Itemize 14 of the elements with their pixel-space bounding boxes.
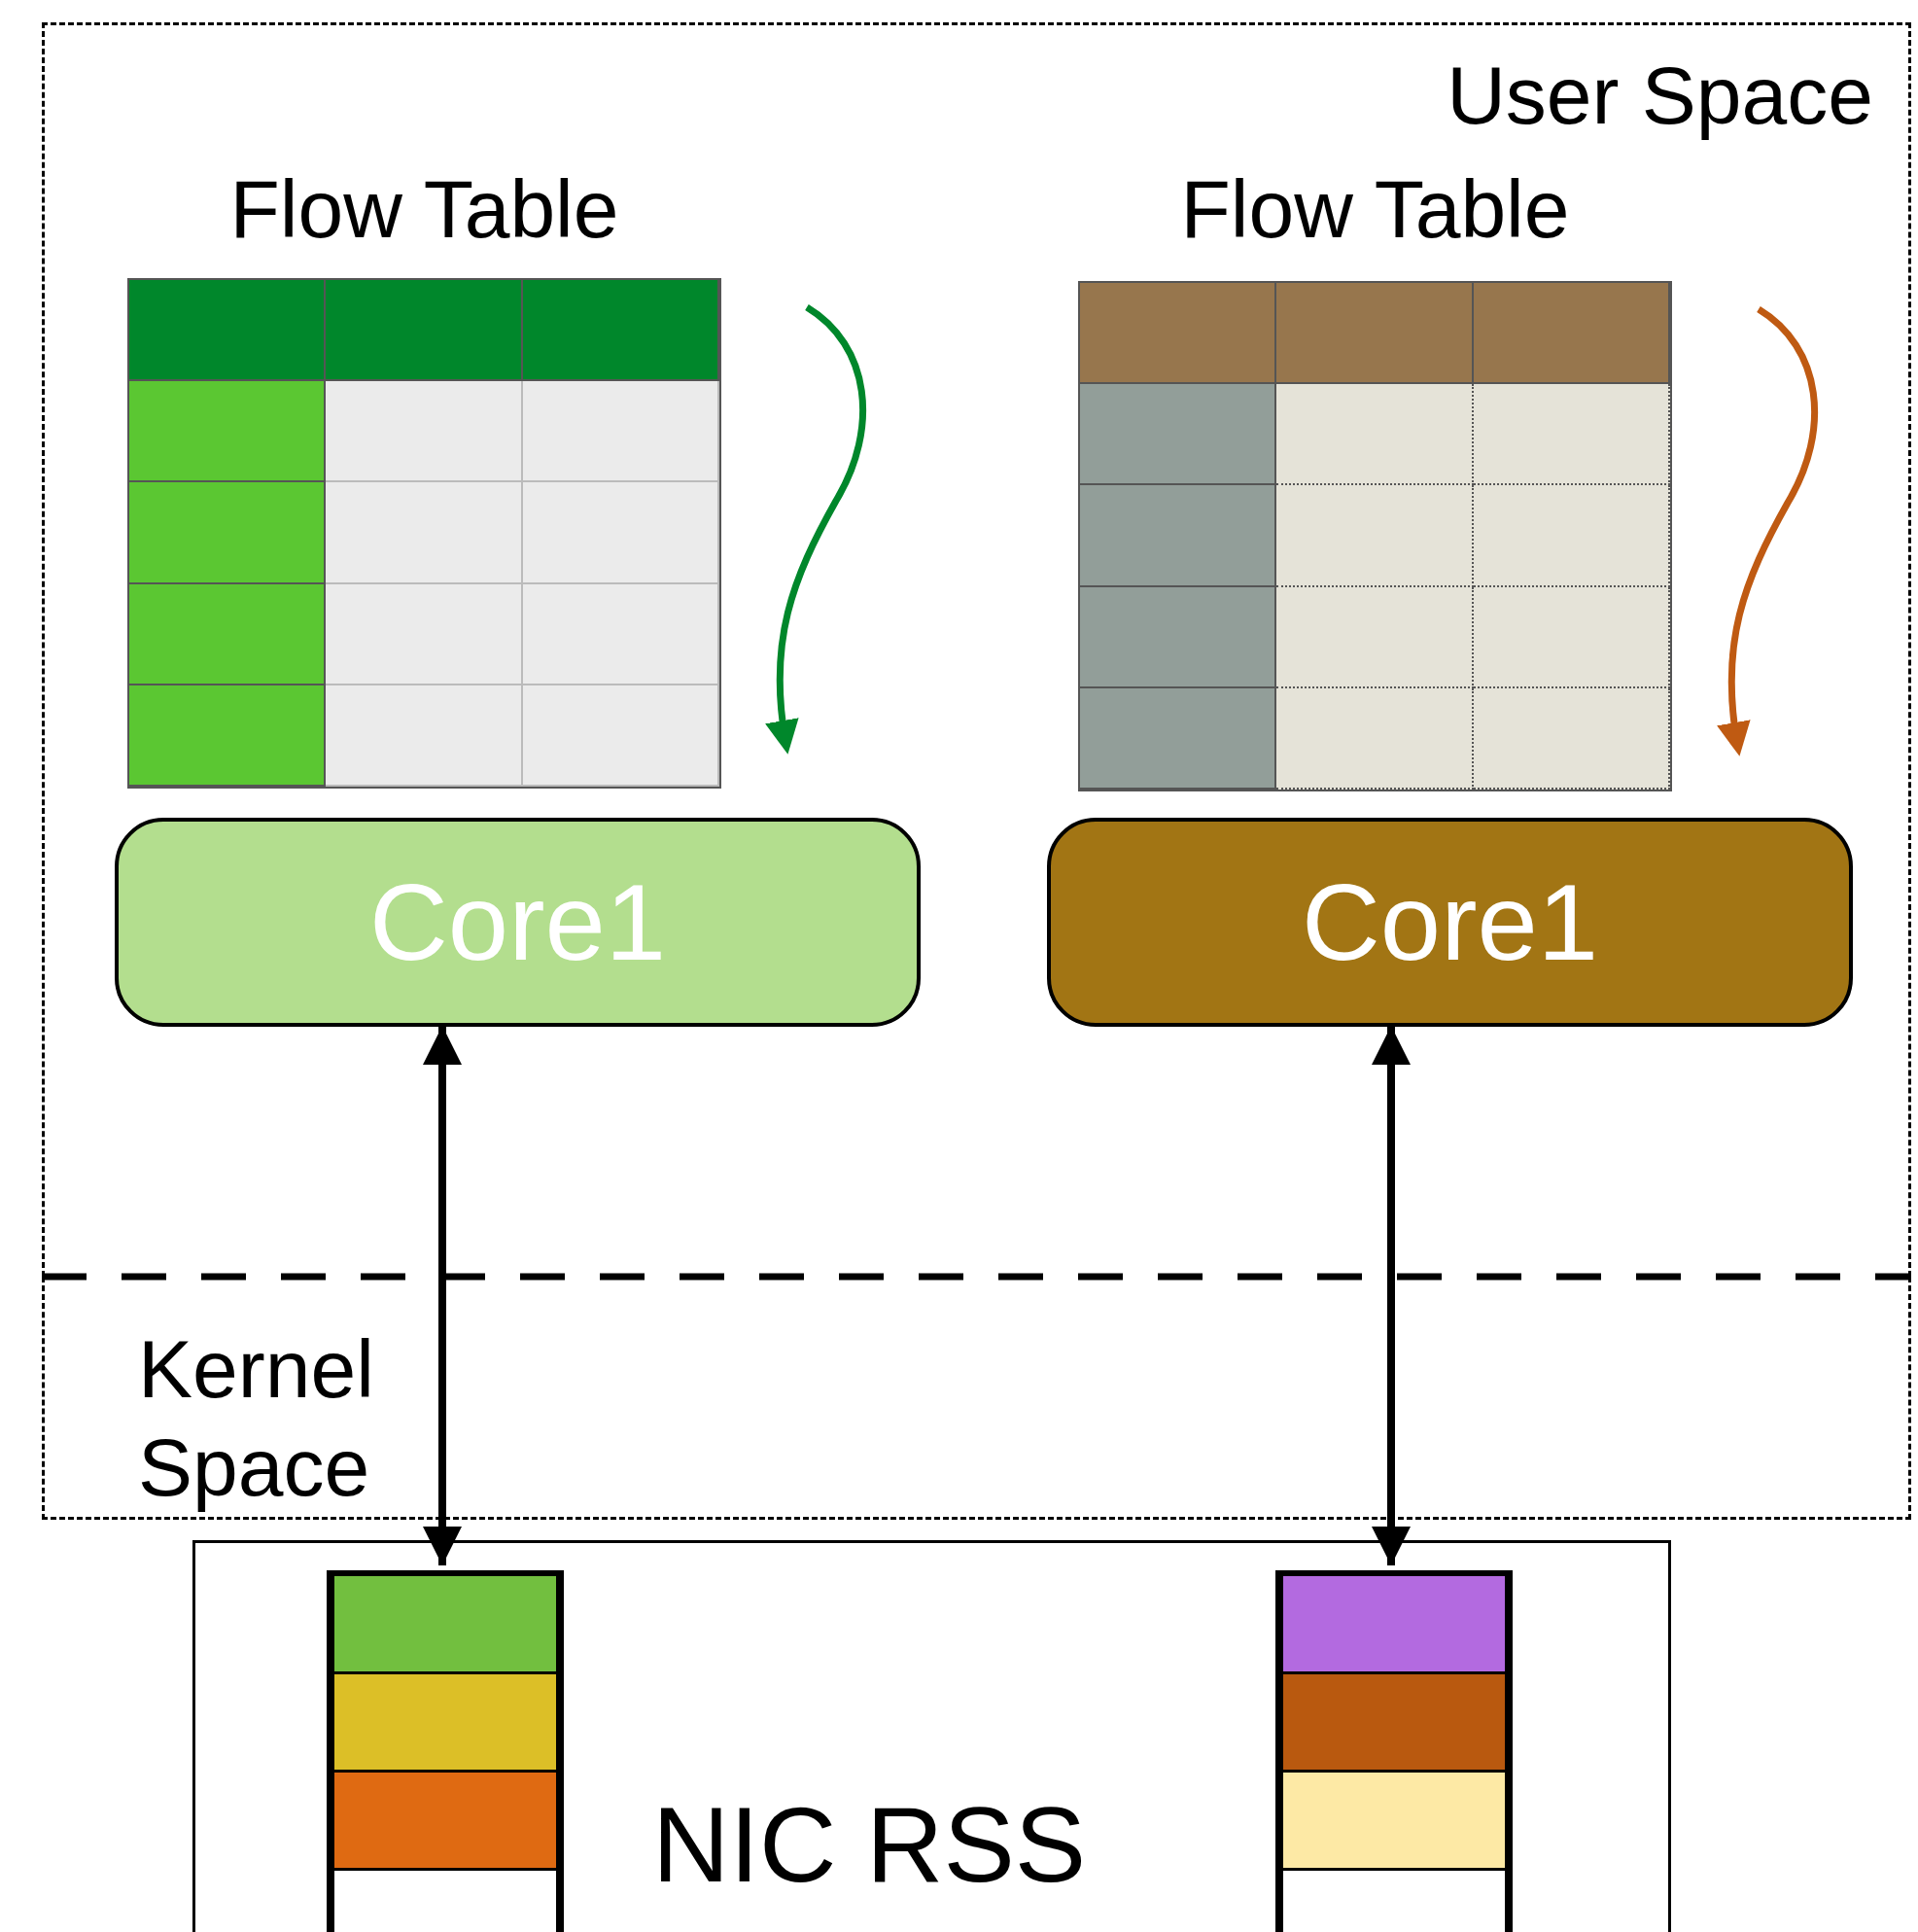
queue: [1275, 1570, 1513, 1932]
nic-box: [192, 1540, 1671, 1932]
core-box: [1047, 818, 1853, 1027]
queue: [327, 1570, 564, 1932]
double-arrow: [1372, 1026, 1411, 1565]
table-title: Flow Table: [1179, 168, 1571, 250]
core-box: [115, 818, 921, 1027]
core-label: Core1: [368, 867, 666, 977]
table-title: Flow Table: [228, 168, 620, 250]
nic-label: NIC RSS: [652, 1791, 1087, 1898]
user-space-region: [42, 22, 1911, 1277]
core-label: Core1: [1301, 867, 1598, 977]
double-arrow: [423, 1026, 462, 1565]
region-label: Kernel Space: [138, 1322, 375, 1515]
